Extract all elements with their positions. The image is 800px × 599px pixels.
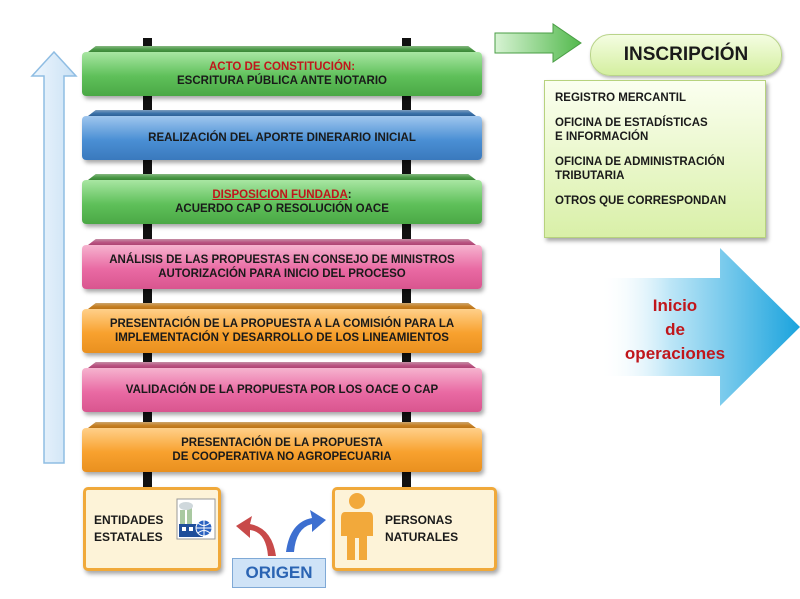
entidades-estatales-box: ENTIDADES ESTATALES: [83, 487, 221, 571]
step-aporte-dinerario: REALIZACIÓN DEL APORTE DINERARIO INICIAL: [82, 116, 482, 160]
inscripcion-title: INSCRIPCIÓN: [590, 34, 782, 76]
origen-label: ORIGEN: [232, 558, 326, 588]
inicio-line-2: de: [665, 320, 685, 339]
step-5-line-1: PRESENTACIÓN DE LA PROPUESTA A LA COMISI…: [109, 318, 455, 330]
list-item-estadisticas: OFICINA DE ESTADÍSTICAS E INFORMACIÓN: [555, 116, 708, 144]
step-7-line-1: PRESENTACIÓN DE LA PROPUESTA: [181, 437, 383, 449]
step-5-line-2: IMPLEMENTACIÓN Y DESARROLLO DE LOS LINEA…: [115, 332, 449, 344]
step-6-line-1: VALIDACIÓN DE LA PROPUESTA POR LOS OACE …: [125, 384, 439, 396]
step-1-line-1: ACTO DE CONSTITUCIÓN:: [208, 61, 356, 73]
list-item-registro: REGISTRO MERCANTIL: [555, 92, 686, 104]
list-item-tributaria: OFICINA DE ADMINISTRACIÓN TRIBUTARIA: [555, 155, 725, 183]
step-3-colon: :: [347, 189, 352, 201]
right-arrow-icon: [494, 23, 582, 63]
personas-label: PERSONAS NATURALES: [385, 512, 458, 546]
entidades-line-1: ENTIDADES: [94, 513, 164, 527]
up-arrow-icon: [30, 50, 78, 464]
personas-line-2: NATURALES: [385, 530, 459, 544]
inscripcion-list: REGISTRO MERCANTIL OFICINA DE ESTADÍSTIC…: [544, 80, 766, 238]
step-1-line-2: ESCRITURA PÚBLICA ANTE NOTARIO: [177, 75, 387, 87]
inicio-operaciones-label: Inicio de operaciones: [600, 294, 750, 366]
step-validacion-propuesta: VALIDACIÓN DE LA PROPUESTA POR LOS OACE …: [82, 368, 482, 412]
list-item-otros: OTROS QUE CORRESPONDAN: [555, 194, 727, 207]
step-analisis-propuestas: ANÁLISIS DE LAS PROPUESTAS EN CONSEJO DE…: [82, 245, 482, 289]
step-4-line-1: ANÁLISIS DE LAS PROPUESTAS EN CONSEJO DE…: [109, 254, 455, 266]
inicio-line-3: operaciones: [624, 344, 726, 363]
curved-arrow-left-icon: [236, 516, 276, 556]
step-acto-constitucion: ACTO DE CONSTITUCIÓN: ESCRITURA PÚBLICA …: [82, 52, 482, 96]
personas-naturales-box: PERSONAS NATURALES: [332, 487, 497, 571]
step-4-line-2: AUTORIZACIÓN PARA INICIO DEL PROCESO: [158, 268, 406, 280]
inicio-line-1: Inicio: [652, 296, 698, 315]
step-7-line-2: DE COOPERATIVA NO AGROPECUARIA: [172, 451, 392, 463]
step-2-line-1: REALIZACIÓN DEL APORTE DINERARIO INICIAL: [148, 132, 416, 144]
step-3-title: DISPOSICION FUNDADA: [212, 189, 348, 201]
person-icon: [341, 493, 373, 560]
personas-line-1: PERSONAS: [385, 513, 453, 527]
step-disposicion-fundada: DISPOSICION FUNDADA: ACUERDO CAP O RESOL…: [82, 180, 482, 224]
step-presentacion-comision: PRESENTACIÓN DE LA PROPUESTA A LA COMISI…: [82, 309, 482, 353]
factory-globe-icon: [176, 498, 216, 540]
entidades-label: ENTIDADES ESTATALES: [94, 512, 163, 546]
step-presentacion-cooperativa: PRESENTACIÓN DE LA PROPUESTA DE COOPERAT…: [82, 428, 482, 472]
step-3-line-2: ACUERDO CAP O RESOLUCIÓN OACE: [175, 203, 389, 215]
big-right-arrow-icon: [600, 248, 800, 406]
entidades-line-2: ESTATALES: [94, 530, 163, 544]
curved-arrow-right-icon: [286, 510, 326, 552]
